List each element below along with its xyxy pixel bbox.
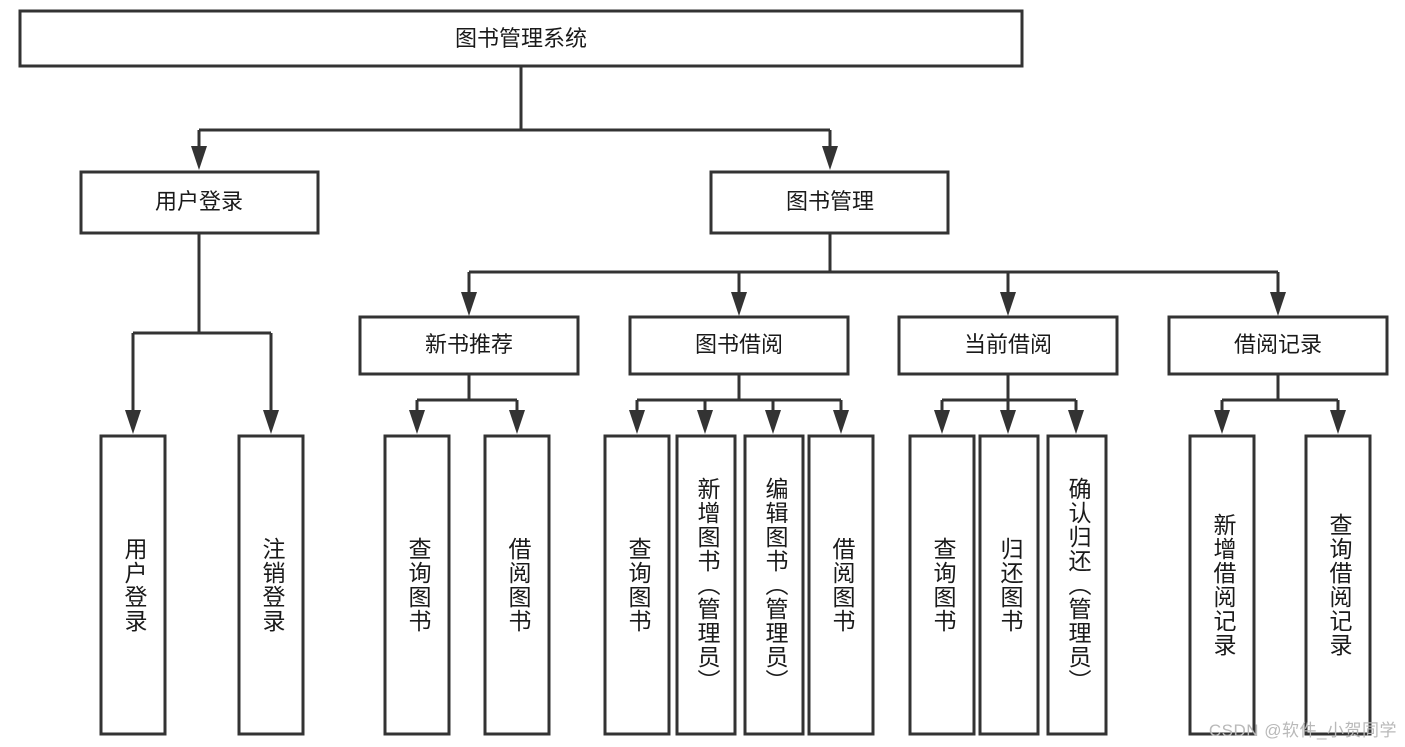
- node-current-borrow[interactable]: 当前借阅: [897, 315, 1119, 376]
- node-book-management-label: 图书管理: [786, 189, 874, 214]
- node-borrow-record[interactable]: 借阅记录: [1167, 315, 1389, 376]
- arrow-bb-leaf-3: [765, 410, 781, 434]
- node-book-management-box[interactable]: [709, 170, 950, 235]
- node-root-box[interactable]: [18, 9, 1024, 68]
- arrow-user-login-leaf-2: [263, 410, 279, 434]
- node-new-book-recommend-box[interactable]: [358, 315, 580, 376]
- arrow-cb-leaf-3: [1068, 410, 1084, 434]
- node-book-management[interactable]: 图书管理: [709, 170, 950, 235]
- leaf-box-edit-book[interactable]: [743, 434, 805, 736]
- node-new-book-recommend[interactable]: 新书推荐: [358, 315, 580, 376]
- node-current-borrow-label: 当前借阅: [964, 332, 1052, 357]
- node-user-login-label: 用户登录: [155, 189, 243, 214]
- node-book-borrow-box[interactable]: [628, 315, 850, 376]
- leaf-box-user-logout[interactable]: [237, 434, 305, 736]
- leaf-box-borrow-book-1[interactable]: [483, 434, 551, 736]
- arrow-bm-to-new-book-recommend: [461, 292, 477, 316]
- leaf-box-add-book[interactable]: [675, 434, 737, 736]
- node-borrow-record-box[interactable]: [1167, 315, 1389, 376]
- arrow-bm-to-borrow-record: [1270, 292, 1286, 316]
- leaf-box-query-record[interactable]: [1304, 434, 1372, 736]
- arrow-user-login-leaf-1: [125, 410, 141, 434]
- arrow-cb-leaf-1: [934, 410, 950, 434]
- node-user-login[interactable]: 用户登录: [79, 170, 320, 235]
- leaf-box-return-book[interactable]: [978, 434, 1040, 736]
- node-user-login-box[interactable]: [79, 170, 320, 235]
- node-root[interactable]: 图书管理系统: [18, 9, 1024, 68]
- node-book-borrow[interactable]: 图书借阅: [628, 315, 850, 376]
- arrow-bb-leaf-1: [629, 410, 645, 434]
- arrow-br-leaf-2: [1330, 410, 1346, 434]
- watermark-text: CSDN @软件_小贺同学: [1208, 721, 1397, 740]
- leaf-box-query-book-1[interactable]: [383, 434, 451, 736]
- leaf-box-borrow-book-2[interactable]: [807, 434, 875, 736]
- node-current-borrow-box[interactable]: [897, 315, 1119, 376]
- leaf-box-query-book-2[interactable]: [603, 434, 671, 736]
- arrow-nbr-leaf-2: [509, 410, 525, 434]
- node-borrow-record-label: 借阅记录: [1234, 332, 1322, 357]
- leaf-box-add-record[interactable]: [1188, 434, 1256, 736]
- arrow-root-to-user-login: [191, 146, 207, 170]
- arrow-br-leaf-1: [1214, 410, 1230, 434]
- connector-group: [125, 66, 1346, 434]
- leaf-box-user-login[interactable]: [99, 434, 167, 736]
- leaf-box-confirm-return[interactable]: [1046, 434, 1108, 736]
- arrow-bm-to-current-borrow: [1000, 292, 1016, 316]
- arrow-bb-leaf-4: [833, 410, 849, 434]
- arrow-bm-to-book-borrow: [731, 292, 747, 316]
- leaf-box-query-book-3[interactable]: [908, 434, 976, 736]
- arrow-nbr-leaf-1: [409, 410, 425, 434]
- arrow-bb-leaf-2: [697, 410, 713, 434]
- node-root-label: 图书管理系统: [455, 26, 587, 51]
- arrow-cb-leaf-2: [1000, 410, 1016, 434]
- node-new-book-recommend-label: 新书推荐: [425, 332, 513, 357]
- node-book-borrow-label: 图书借阅: [695, 332, 783, 357]
- leaf-box-group: [99, 434, 1372, 736]
- arrow-root-to-book-management: [822, 146, 838, 170]
